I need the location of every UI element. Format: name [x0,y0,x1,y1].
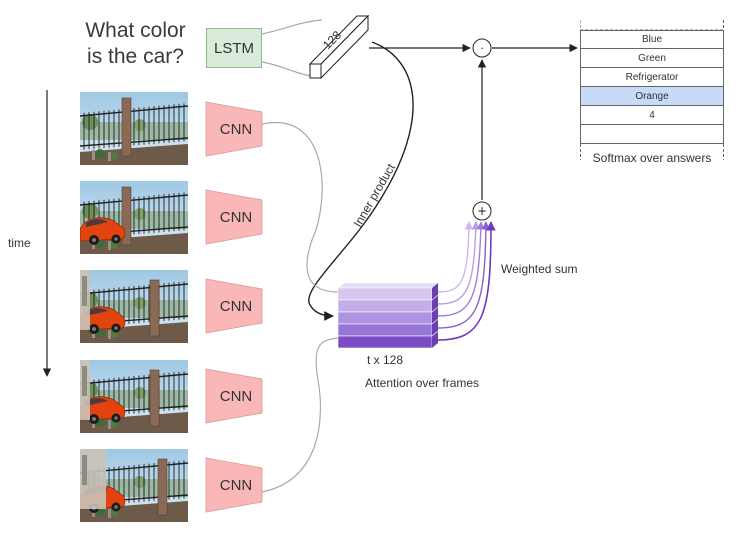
question-text: What color is the car? [78,18,193,70]
connector-lstm-top [261,19,323,35]
answer-label: Blue [641,34,662,45]
video-frame-4 [80,360,188,433]
cnn-label-3: CNN [220,298,253,315]
cnn-label-2: CNN [220,209,253,226]
lstm-label: LSTM [213,39,254,57]
video-frame-image [80,360,188,433]
cnn-block-5: CNN [205,457,263,513]
elementwise-product-node [472,38,492,58]
weight-arrow-4 [437,221,491,329]
weighted-sum-node [472,201,492,221]
cnn-block-3: CNN [205,278,263,334]
answer-label: Orange [635,90,669,102]
video-frame-image [80,92,188,165]
cnn-label-4: CNN [220,388,253,405]
weight-arrow-1 [437,221,474,293]
connector-cnn-5 [261,337,339,493]
video-frame-5 [80,449,188,522]
cnn-label-1: CNN [220,121,253,138]
answer-label: 4 [649,109,655,121]
attention-caption: Attention over frames [365,376,479,390]
answer-option: Blue [580,30,724,49]
video-frame-2 [80,181,188,254]
cnn-label-5: CNN [220,477,253,494]
answer-option: 4 [580,106,724,125]
inner-product-label: Inner product [350,161,398,230]
time-label: time [8,236,31,250]
question-vector: 128 [308,14,370,80]
connector-lstm-bottom [261,61,313,77]
video-frame-3 [80,270,188,343]
answer-option [580,125,724,144]
weighted-sum-label: Weighted sum [501,262,577,276]
attention-block [337,282,439,349]
cnn-block-1: CNN [205,101,263,157]
answer-option: Orange [580,87,724,106]
connector-cnn-1 [261,121,339,293]
cnn-block-2: CNN [205,189,263,245]
answer-option: Green [580,49,724,68]
question-line-1: What color [85,19,186,42]
cnn-block-4: CNN [205,368,263,424]
answer-option: Refrigerator [580,68,724,87]
answer-list-bottom [580,144,724,160]
answer-label: Green [638,52,666,64]
inner-product-arrow [308,41,414,321]
plus-symbol: + [477,204,487,218]
weight-arrow-3 [437,221,485,317]
video-frame-image [80,181,188,254]
video-frame-image [80,270,188,343]
softmax-caption: Softmax over answers [593,151,712,165]
attention-dims-label: t x 128 [367,353,403,367]
lstm-box: LSTM [206,28,262,68]
dot-symbol: · [480,42,484,55]
answer-label: Refrigerator [625,71,679,83]
video-frame-1 [80,92,188,165]
question-line-2: is the car? [87,45,184,68]
answer-list-top [580,20,724,30]
weight-arrow-2 [437,221,480,305]
weight-arrow-5 [437,221,496,341]
video-frame-image [80,449,188,522]
